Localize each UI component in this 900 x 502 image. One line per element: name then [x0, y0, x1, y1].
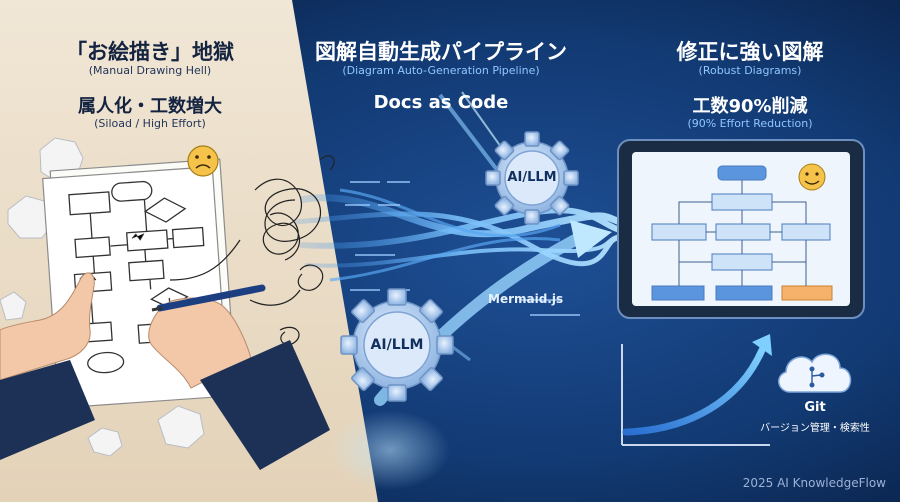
right-title-en: (Robust Diagrams)	[698, 64, 802, 77]
left-title: 「お絵描き」地獄	[66, 40, 234, 64]
center-subtitle: Docs as Code	[373, 92, 509, 113]
right-title: 修正に強い図解	[676, 40, 824, 64]
left-title-en: (Manual Drawing Hell)	[88, 64, 212, 77]
gear-bottom-label: AI/LLM	[370, 337, 424, 353]
center-title-en: (Diagram Auto-Generation Pipeline)	[342, 64, 540, 77]
right-subtitle-en: (90% Effort Reduction)	[687, 117, 813, 130]
left-subtitle: 属人化・工数増大	[78, 96, 222, 117]
credit: 2025 AI KnowledgeFlow	[742, 476, 886, 490]
right-subtitle: 工数90%削減	[692, 96, 808, 117]
git-label: Git	[804, 400, 826, 415]
left-subtitle-en: (Siload / High Effort)	[94, 117, 206, 130]
gear-top-label: AI/LLM	[507, 170, 557, 185]
code-label: Mermaid.js	[488, 292, 564, 306]
git-caption: バージョン管理・検索性	[760, 423, 870, 434]
center-title: 図解自動生成パイプライン	[315, 40, 567, 64]
